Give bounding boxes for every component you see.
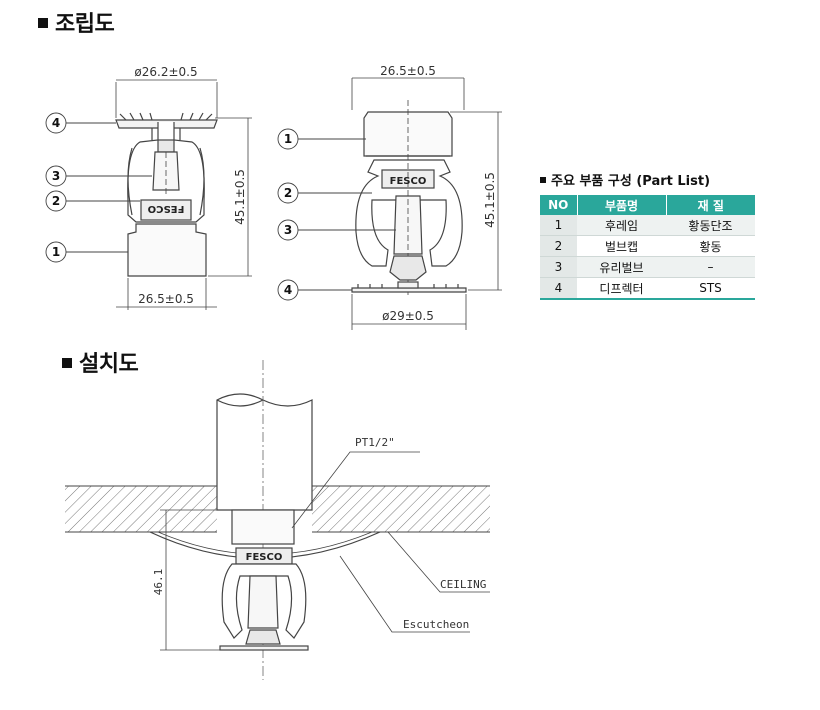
- thread-label: PT1/2": [355, 436, 395, 449]
- callout-right-2: 2: [284, 186, 292, 200]
- cell-name: 유리벌브: [577, 256, 666, 278]
- cell-material: –: [666, 256, 755, 278]
- assembly-heading: 조립도: [38, 6, 115, 38]
- table-row: 2 벌브캡 황동: [540, 235, 755, 257]
- callout-left-4: 1: [52, 245, 60, 259]
- ceiling-slab-right: [312, 486, 490, 532]
- dim-install-height: 46.1: [152, 569, 165, 596]
- ceiling-label: CEILING: [440, 578, 486, 591]
- part-list-table: NO 부품명 재 질 1 후레임 황동단조 2 벌브캡 황동 3 유리벌브 –: [540, 195, 755, 300]
- part-list-panel: 주요 부품 구성 (Part List) NO 부품명 재 질 1 후레임 황동…: [540, 170, 755, 300]
- escutcheon-leader-line: [339, 555, 470, 633]
- callout-left-1: 4: [52, 116, 60, 130]
- frame-part-right: [355, 159, 463, 267]
- bulb-cap-part-right: [389, 255, 427, 281]
- table-row: 1 후레임 황동단조: [540, 215, 755, 236]
- cell-no: 1: [540, 215, 577, 236]
- left-assembly-view: [115, 112, 218, 277]
- left-dimension-lines: [115, 79, 252, 310]
- brand-mark-install: FESCO: [246, 552, 283, 563]
- installation-view: FESCO 46.1 PT1/2" CEILING Escutcheon: [65, 360, 490, 680]
- deflector-part-right: [351, 281, 467, 293]
- table-header-row: NO 부품명 재 질: [540, 195, 755, 215]
- dim-top-diameter-left: ø26.2±0.5: [134, 65, 197, 79]
- frame-boss: [140, 199, 192, 221]
- callout-right-1: 1: [284, 132, 292, 146]
- right-assembly-view: [351, 100, 467, 298]
- left-callouts: [45, 112, 152, 263]
- thread-body-part-right: [363, 111, 453, 157]
- thread-body-part: [127, 223, 207, 277]
- install-sprinkler: [219, 547, 309, 651]
- install-heading-text: 설치도: [79, 352, 139, 377]
- dim-deflector-diameter: ø29±0.5: [382, 309, 434, 323]
- right-callouts: [277, 128, 396, 301]
- brand-mark-left: FESCO: [148, 203, 185, 214]
- cell-name: 벌브캡: [577, 235, 666, 257]
- part-list-title-text: 주요 부품 구성 (Part List): [551, 174, 711, 189]
- callout-right-3: 3: [284, 223, 292, 237]
- callout-left-3: 2: [52, 194, 60, 208]
- part-list-title: 주요 부품 구성 (Part List): [540, 170, 755, 189]
- brand-mark-right: FESCO: [390, 176, 427, 187]
- cell-no: 4: [540, 277, 577, 300]
- pipe: [216, 393, 313, 511]
- header-name: 부품명: [576, 195, 666, 215]
- bullet-square-icon: [38, 18, 48, 28]
- callout-left-2: 3: [52, 169, 60, 183]
- right-dimension-lines: [351, 77, 502, 330]
- cell-no: 2: [540, 235, 577, 257]
- header-material: 재 질: [665, 195, 755, 215]
- glass-bulb-part-right: [393, 195, 423, 255]
- escutcheon-label: Escutcheon: [403, 618, 469, 631]
- cell-material: 황동단조: [666, 215, 755, 236]
- dim-height-left: 45.1±0.5: [233, 169, 247, 225]
- dim-top-width-right: 26.5±0.5: [380, 64, 436, 78]
- cell-name: 디프렉터: [577, 277, 666, 300]
- ceiling-leader-line: [387, 531, 490, 593]
- dim-bottom-width-left: 26.5±0.5: [138, 292, 194, 306]
- cell-name: 후레임: [577, 215, 666, 236]
- bullet-square-icon: [62, 358, 72, 368]
- install-heading: 설치도: [62, 346, 139, 378]
- cell-material: STS: [666, 277, 755, 300]
- ceiling-slab-left: [65, 486, 217, 532]
- install-thread-body: [231, 509, 295, 545]
- cell-material: 황동: [666, 235, 755, 257]
- bullet-square-icon: [540, 177, 546, 183]
- table-row: 3 유리벌브 –: [540, 256, 755, 278]
- callout-right-4: 4: [284, 283, 292, 297]
- bulb-cap-part: [157, 139, 175, 153]
- header-no: NO: [540, 195, 577, 215]
- table-row: 4 디프렉터 STS: [540, 277, 755, 300]
- thread-leader-line: [291, 451, 420, 529]
- assembly-heading-text: 조립도: [55, 12, 115, 37]
- dim-height-right: 45.1±0.5: [483, 172, 497, 228]
- cell-no: 3: [540, 256, 577, 278]
